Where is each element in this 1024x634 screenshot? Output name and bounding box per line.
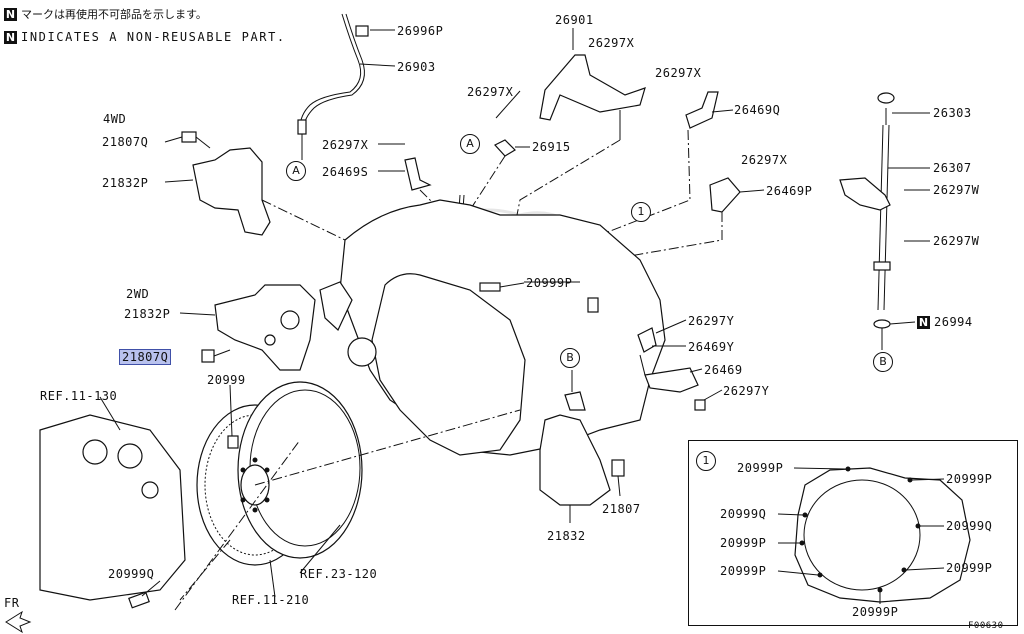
clip-26469S: [404, 157, 432, 191]
inset-bottom[interactable]: 20999P: [852, 605, 899, 619]
inset-right-1[interactable]: 20999P: [946, 472, 993, 486]
label-21832[interactable]: 21832: [547, 529, 586, 543]
non-reusable-icon: N: [917, 316, 930, 329]
note-en: N INDICATES A NON-REUSABLE PART.: [4, 30, 286, 44]
tube-26903: [299, 13, 362, 129]
inset-right-3[interactable]: 20999P: [946, 561, 993, 575]
inset-left-1[interactable]: 20999P: [737, 461, 784, 475]
label-26469[interactable]: 26469: [704, 363, 743, 377]
clip-26469Y: [637, 327, 657, 353]
clip-26996P: [355, 25, 369, 37]
bracket-26469P: [709, 177, 741, 213]
label-21807Q-top[interactable]: 21807Q: [102, 135, 149, 149]
label-26297X-b[interactable]: 26297X: [655, 66, 702, 80]
inset-left-4[interactable]: 20999P: [720, 564, 767, 578]
bolt-21807Q-top: [181, 131, 197, 143]
bracket-26469: [644, 367, 699, 393]
bolt-21807Q-2wd: [201, 349, 215, 363]
label-26303[interactable]: 26303: [933, 106, 972, 120]
label-26469Y[interactable]: 26469Y: [688, 340, 735, 354]
clip-26915: [494, 139, 516, 157]
bolt-26297Y: [694, 399, 706, 411]
callout-b-right[interactable]: B: [873, 352, 893, 372]
label-26469S[interactable]: 26469S: [322, 165, 369, 179]
label-26297W-b[interactable]: 26297W: [933, 234, 980, 248]
label-26469Q[interactable]: 26469Q: [734, 103, 781, 117]
front-arrow-icon: [5, 610, 32, 634]
label-ref-11-130[interactable]: REF.11-130: [40, 389, 118, 403]
torque-converter: [237, 381, 363, 559]
label-26297X-c[interactable]: 26297X: [467, 85, 514, 99]
label-26915[interactable]: 26915: [532, 140, 571, 154]
label-26994-text: 26994: [934, 315, 973, 329]
label-26901[interactable]: 26901: [555, 13, 594, 27]
label-ref-23-120[interactable]: REF.23-120: [300, 567, 378, 581]
callout-a-left[interactable]: A: [286, 161, 306, 181]
note-jp-text: マークは再使用不可部品を示します。: [21, 8, 207, 21]
label-26994[interactable]: N 26994: [917, 315, 973, 329]
label-20999P-main[interactable]: 20999P: [526, 276, 573, 290]
clip-b: [564, 391, 586, 411]
label-26297X-e[interactable]: 26297X: [741, 153, 788, 167]
inset-detail-1: [688, 440, 1018, 626]
label-fr: FR: [4, 596, 20, 610]
label-26297Y-a[interactable]: 26297Y: [688, 314, 735, 328]
inset-left-3[interactable]: 20999P: [720, 536, 767, 550]
note-jp: N マークは再使用不可部品を示します。: [4, 6, 207, 22]
callout-b-mid[interactable]: B: [560, 348, 580, 368]
label-26307[interactable]: 26307: [933, 161, 972, 175]
group-4wd: 4WD: [103, 112, 127, 126]
engine-block: [39, 414, 186, 601]
dipstick-handle-26303: [877, 92, 895, 104]
bracket-clip: [319, 281, 353, 331]
callout-1[interactable]: 1: [631, 202, 651, 222]
bell-housing: [371, 273, 526, 456]
inset-number: 1: [696, 451, 716, 471]
bracket-26901: [539, 54, 646, 121]
label-21807[interactable]: 21807: [602, 502, 641, 516]
label-26996P[interactable]: 26996P: [397, 24, 444, 38]
mount-bracket-2wd: [214, 284, 316, 371]
mount-bracket-4wd: [192, 147, 271, 236]
tube-end-26903: [297, 119, 307, 135]
label-26903[interactable]: 26903: [397, 60, 436, 74]
label-21807Q-highlighted[interactable]: 21807Q: [119, 349, 172, 365]
label-26297Y-b[interactable]: 26297Y: [723, 384, 770, 398]
bracket-26307: [839, 177, 891, 211]
inset-right-2[interactable]: 20999Q: [946, 519, 993, 533]
bolt-20999Q: [128, 591, 150, 609]
clamp-26297W: [873, 261, 891, 271]
label-21832P-mid[interactable]: 21832P: [124, 307, 171, 321]
callout-a-mid[interactable]: A: [460, 134, 480, 154]
label-21832P-top[interactable]: 21832P: [102, 176, 149, 190]
bolt-20999P: [479, 282, 501, 292]
bracket-21832: [539, 414, 611, 506]
non-reusable-icon: N: [4, 31, 17, 44]
label-26297W-a[interactable]: 26297W: [933, 183, 980, 197]
figure-code: F00630: [968, 621, 1004, 631]
group-2wd: 2WD: [126, 287, 150, 301]
label-20999-main[interactable]: 20999: [207, 373, 246, 387]
bolt-20999: [227, 435, 239, 449]
non-reusable-icon: N: [4, 8, 17, 21]
label-20999Q-main[interactable]: 20999Q: [108, 567, 155, 581]
bolt-21807: [611, 459, 625, 477]
label-26469P[interactable]: 26469P: [766, 184, 813, 198]
label-ref-11-210[interactable]: REF.11-210: [232, 593, 310, 607]
oring-26994: [873, 319, 891, 329]
inset-left-2[interactable]: 20999Q: [720, 507, 767, 521]
note-en-text: INDICATES A NON-REUSABLE PART.: [21, 30, 286, 44]
label-26297X-d[interactable]: 26297X: [322, 138, 369, 152]
bracket-26469Q: [685, 91, 719, 129]
label-26297X-a[interactable]: 26297X: [588, 36, 635, 50]
